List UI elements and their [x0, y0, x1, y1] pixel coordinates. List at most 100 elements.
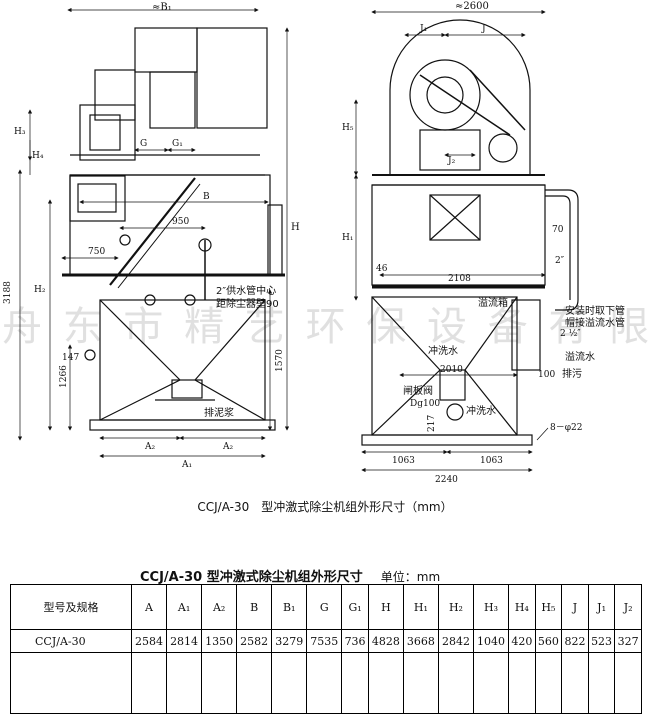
dimension-drawing: 舟 东 市 精 艺 环 保 设 备 有 限 公 司	[2, 1, 650, 485]
table-empty-cell	[10, 652, 132, 714]
note-overflow-box: 溢流箱	[478, 296, 508, 309]
table-title: CCJ/A-30 型冲激式除尘机组外形尺寸	[140, 570, 363, 585]
table-empty-cell	[587, 652, 616, 714]
dim-h: H	[291, 222, 300, 233]
table-header-cell: H₂	[437, 584, 475, 630]
dim-100: 100	[538, 370, 555, 380]
dim-1266: 1266	[59, 365, 69, 388]
table-title-block: CCJ/A-30 型冲激式除尘机组外形尺寸 单位：mm	[140, 566, 440, 585]
left-elevation-view	[17, 7, 290, 459]
table-cell: 2584	[130, 629, 168, 653]
table-cell: CCJ/A-30	[10, 629, 132, 653]
table-empty-cell	[614, 652, 642, 714]
table-header-cell: H₅	[534, 584, 563, 630]
watermark-text: 舟 东 市 精 艺 环 保 设 备 有 限 公 司	[2, 304, 650, 350]
dim-1063-right: 1063	[480, 456, 503, 466]
dim-h1: H₁	[342, 233, 353, 243]
dim-a2-right: A₂	[222, 442, 233, 452]
table-header-cell: 型号及规格	[10, 584, 132, 630]
table-cell: 327	[614, 629, 642, 653]
table-empty-cell	[130, 652, 168, 714]
note-flush-water-bottom: 冲洗水	[466, 404, 496, 417]
note-water-pipe-center: 2″供水管中心	[216, 284, 276, 297]
dim-h2: H₂	[34, 285, 46, 295]
table-header-cell: G	[306, 584, 343, 630]
dim-2600: ≈2600	[455, 1, 489, 12]
table-header-cell: A₂	[201, 584, 238, 630]
table-cell: 2582	[236, 629, 273, 653]
note-drain: 排污	[562, 367, 582, 380]
table-header-cell: G₁	[341, 584, 369, 630]
table-cell: 2814	[166, 629, 203, 653]
right-elevation-view	[353, 9, 579, 473]
dim-h5: H₅	[342, 123, 354, 133]
table-header-cell: J₁	[587, 584, 616, 630]
note-overflow-water: 溢流水	[565, 350, 595, 363]
dim-a1: A₁	[181, 460, 192, 470]
dim-g1: G₁	[172, 139, 183, 149]
dim-750: 750	[88, 247, 105, 257]
note-sludge-outlet: 排泥浆	[204, 406, 234, 419]
table-empty-cell	[201, 652, 238, 714]
table-header-cell: H₁	[402, 584, 439, 630]
table-empty-cell	[341, 652, 369, 714]
dim-b1: ≈B₁	[152, 2, 172, 13]
dim-2108: 2108	[448, 274, 471, 284]
table-empty-cell	[508, 652, 536, 714]
figure-caption: CCJ/A-30 型冲激式除尘机组外形尺寸（mm）	[197, 500, 453, 514]
table-header-cell: B	[236, 584, 273, 630]
right-view-labels: ≈2600 J₁ J H₅ J₂ H₁ 70 46 2108 2″ 2 ½″ 2…	[342, 1, 625, 485]
table-empty-cell	[367, 652, 404, 714]
note-distance-wall: 距除尘器壁90	[216, 297, 279, 310]
dim-3188: 3188	[3, 281, 13, 304]
table-empty-cell	[306, 652, 343, 714]
dim-1063-left: 1063	[392, 456, 415, 466]
dim-j: J	[481, 24, 486, 34]
dim-bolts: 8－φ22	[550, 423, 582, 433]
note-install-line2: 帽接溢流水管	[565, 316, 625, 329]
table-empty-cell	[236, 652, 273, 714]
note-flush-water-top: 冲洗水	[428, 344, 458, 357]
table-header-cell: H₄	[508, 584, 536, 630]
table-empty-cell	[402, 652, 439, 714]
table-cell: 822	[561, 629, 589, 653]
table-cell: 3668	[402, 629, 439, 653]
dim-h4: H₄	[32, 151, 44, 161]
note-dg100: Dg100	[410, 399, 440, 409]
dim-j2: J₂	[447, 156, 456, 166]
table-unit: 单位：mm	[380, 570, 441, 584]
table-header-cell: A₁	[166, 584, 203, 630]
note-gate-valve: 闸板阀	[403, 384, 433, 397]
table-empty-cell	[472, 652, 510, 714]
table-header-cell: B₁	[271, 584, 308, 630]
table-empty-cell	[437, 652, 475, 714]
table-cell: 1350	[201, 629, 238, 653]
dim-2010: 2010	[440, 365, 463, 375]
dim-2inch: 2″	[555, 256, 565, 266]
dim-70: 70	[552, 225, 564, 235]
table-cell: 1040	[472, 629, 510, 653]
table-header-cell: H₃	[472, 584, 510, 630]
dim-2240: 2240	[435, 475, 458, 485]
dim-2half-inch: 2 ½″	[560, 328, 581, 339]
dim-a2-left: A₂	[144, 442, 155, 452]
left-view-labels: ≈B₁ H₃ H₄ G G₁ B H 950 750 3188 H₂ 147 1…	[3, 2, 300, 470]
dim-46: 46	[376, 264, 388, 274]
dim-j1: J₁	[419, 24, 427, 34]
dim-1570: 1570	[275, 349, 285, 372]
table-header-cell: H	[367, 584, 404, 630]
table-cell: 2842	[437, 629, 475, 653]
dim-950: 950	[172, 217, 189, 227]
table-cell: 4828	[367, 629, 404, 653]
table-cell: 7535	[306, 629, 343, 653]
dim-147: 147	[62, 353, 79, 363]
dim-h3: H₃	[14, 127, 26, 137]
table-cell: 420	[508, 629, 536, 653]
note-install-line1: 安装时取下管	[565, 304, 625, 317]
table-empty-cell	[561, 652, 589, 714]
table-empty-cell	[534, 652, 563, 714]
